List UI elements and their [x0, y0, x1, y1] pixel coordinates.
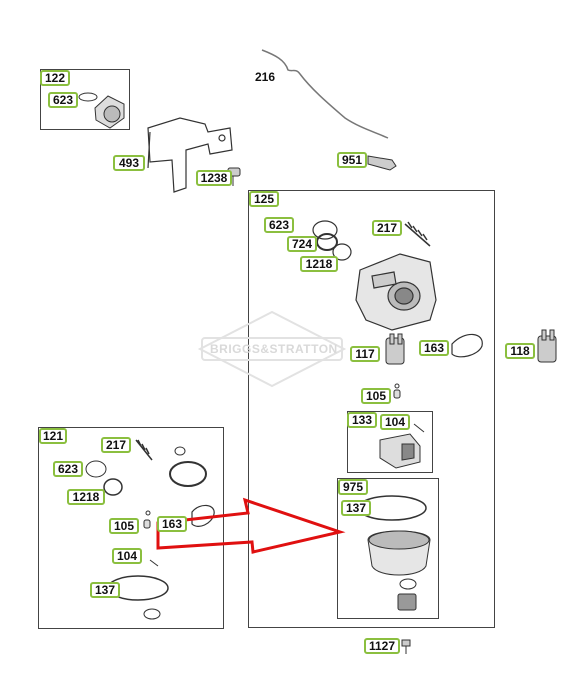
callout-623-121: 623 — [53, 461, 83, 477]
callout-104-121: 104 — [112, 548, 142, 564]
gasket-121-ring — [169, 461, 207, 487]
lever-951 — [367, 155, 397, 171]
fitting-122 — [78, 92, 125, 129]
carburetor-body — [355, 253, 437, 331]
callout-104-133: 104 — [380, 414, 410, 430]
float-bowl — [367, 530, 431, 576]
callout-217-125: 217 — [372, 220, 402, 236]
callout-137-975: 137 — [341, 500, 371, 516]
group-box-975 — [337, 478, 439, 619]
red-arrow — [156, 497, 346, 554]
pin-104-121 — [149, 559, 159, 567]
callout-105-121: 105 — [109, 518, 139, 534]
bracket-493 — [147, 117, 233, 193]
oring-1218-121 — [103, 478, 123, 496]
callout-217-121: 217 — [101, 437, 131, 453]
callout-117: 117 — [350, 346, 380, 362]
spring-217-125 — [404, 221, 431, 247]
callout-623-top: 623 — [48, 92, 78, 108]
primer-118 — [537, 329, 557, 363]
callout-975: 975 — [338, 479, 368, 495]
callout-118: 118 — [505, 343, 535, 359]
callout-163-121: 163 — [157, 516, 187, 532]
seal-121-small — [174, 446, 186, 456]
callout-951: 951 — [337, 152, 367, 168]
gasket-163-125 — [451, 333, 483, 358]
callout-1127: 1127 — [364, 638, 400, 654]
gasket-623-121 — [85, 460, 107, 478]
link-wire-216 — [261, 49, 389, 139]
callout-1218-125: 1218 — [300, 256, 338, 272]
callout-1218-121: 1218 — [67, 489, 105, 505]
primer-117 — [385, 333, 405, 365]
group-box-121 — [38, 427, 224, 629]
callout-493: 493 — [113, 155, 145, 171]
callout-623-125: 623 — [264, 217, 294, 233]
bowl-gasket — [399, 578, 417, 590]
callout-724: 724 — [287, 236, 317, 252]
group-box-133 — [347, 411, 433, 473]
callout-122: 122 — [40, 70, 70, 86]
bowl-nut — [397, 593, 417, 611]
spring-217-121 — [135, 439, 153, 461]
callout-105-125: 105 — [361, 388, 391, 404]
watermark-logo — [197, 310, 347, 388]
gasket-623-125 — [312, 220, 338, 240]
group-box-125 — [248, 190, 495, 628]
label-216: 216 — [255, 70, 276, 84]
screw-1127 — [401, 639, 411, 654]
callout-133: 133 — [347, 412, 377, 428]
callout-163-125: 163 — [419, 340, 449, 356]
gasket-163-121 — [191, 504, 215, 527]
callout-1238: 1238 — [196, 170, 232, 186]
jet-105-125 — [393, 383, 401, 399]
oring-1218-125 — [332, 243, 352, 261]
float-133 — [379, 423, 425, 469]
seal-121-bottom — [143, 608, 161, 620]
oring-724 — [316, 233, 338, 251]
callout-121: 121 — [39, 428, 67, 444]
callout-137-121: 137 — [90, 582, 120, 598]
watermark-text: BRIGGS&STRATTON — [210, 342, 338, 356]
jet-105-121 — [143, 510, 151, 529]
callout-125: 125 — [249, 191, 279, 207]
group-box-122 — [40, 69, 130, 130]
